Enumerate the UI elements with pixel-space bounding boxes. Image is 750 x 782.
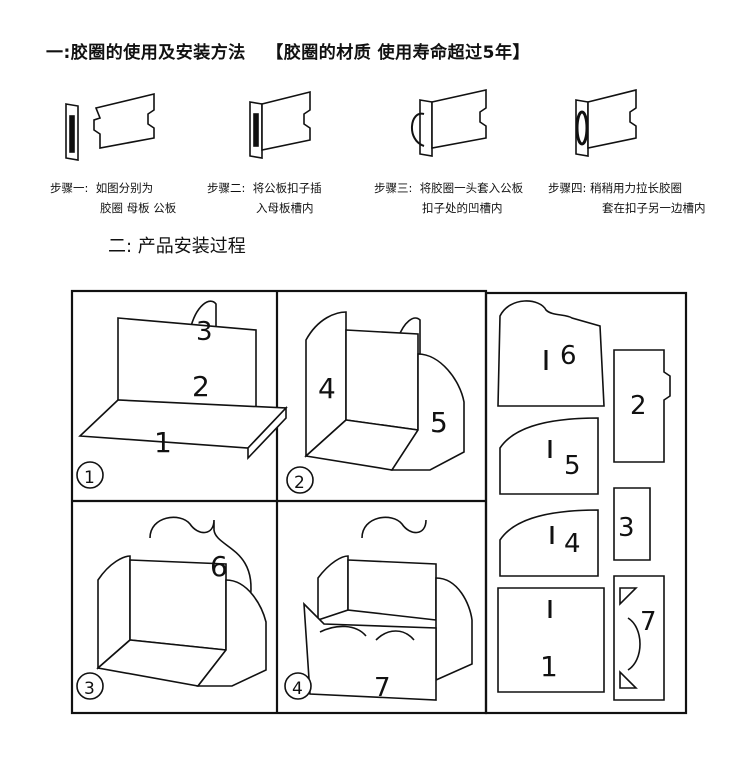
step-3-caption: 步骤三: 将胶圈一头套入公板 [374,178,523,198]
panel-3-step-circle [76,672,104,700]
step-3-illustration [411,89,487,157]
assembly-panel-1: 3 2 1 1 [76,300,288,489]
assembly-panel-2: 4 5 2 [286,311,465,494]
panel-frames [70,289,688,715]
step-4-caption: 步骤四: 稍稍用力拉长胶圈 [548,178,682,198]
panel-4-step-circle [284,672,312,700]
panel-3-step-number: 3 [84,679,95,699]
step-2-line1: 将公板扣子插 [252,181,322,195]
panel-4-step-number: 4 [292,679,303,699]
step-1-caption: 步骤一: 如图分别为 [50,178,153,198]
panel-1-part-2: 2 [192,370,210,403]
piece-1-label: 1 [540,650,558,683]
panel-1-part-3: 3 [196,317,213,347]
pieces-layout: 6 2 5 4 3 1 7 [497,300,671,701]
step-4-line1: 稍稍用力拉长胶圈 [590,181,683,195]
step-3-line1: 将胶圈一头套入公板 [419,181,524,195]
assembly-panel-3: 6 3 [76,516,267,700]
panel-2-step-circle [286,466,314,494]
piece-7-label: 7 [640,607,657,637]
piece-2-label: 2 [630,391,647,421]
panel-1-step-number: 1 [84,468,95,488]
step-1-line2: 胶圈 母板 公板 [100,201,177,215]
panel-2-part-4: 4 [318,372,336,405]
piece-4-label: 4 [564,529,581,559]
step-1-line1: 如图分别为 [95,181,154,195]
panel-1-part-1: 1 [154,426,172,459]
panel-1-step-circle [76,461,104,489]
section-2-title: 二: 产品安装过程 [108,236,246,257]
step-4-label: 步骤四: [548,181,587,195]
panel-3-part-6: 6 [210,550,228,583]
step-4-line2: 套在扣子另一边槽内 [602,201,706,215]
assembly-panel-4: 7 4 [284,516,473,703]
step-2-label: 步骤二: [207,181,246,195]
step-2-line2: 入母板槽内 [256,201,314,215]
panel-2-step-number: 2 [294,473,305,493]
panel-2-part-5: 5 [430,406,448,439]
step-2-illustration [249,90,311,159]
panel-4-part-7: 7 [374,673,391,703]
step-4-illustration [575,88,637,157]
section-1-note: 【胶圈的材质 使用寿命超过5年】 [266,43,530,63]
step-2-caption: 步骤二: 将公板扣子插 [207,178,322,198]
piece-5-label: 5 [564,451,581,481]
step-1-illustration [65,92,155,161]
section-1-title: 一:胶圈的使用及安装方法 [46,43,246,63]
step-3-line2: 扣子处的凹槽内 [422,201,503,215]
step-illustrations [65,88,637,161]
piece-3-label: 3 [618,513,635,543]
section-1-heading: 一:胶圈的使用及安装方法 【胶圈的材质 使用寿命超过5年】 [46,38,544,63]
step-1-label: 步骤一: [50,181,89,195]
piece-6-label: 6 [560,341,577,371]
step-3-label: 步骤三: [374,181,413,195]
